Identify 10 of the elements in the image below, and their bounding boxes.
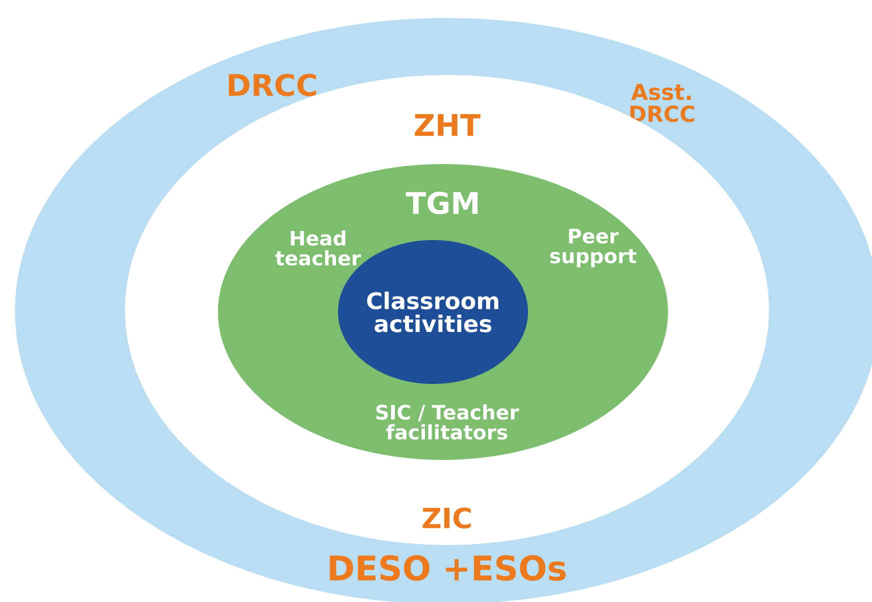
band-label: DRCC: [228, 74, 316, 96]
band-label: Classroom activities: [367, 292, 498, 332]
band-label: Asst. DRCC: [630, 84, 694, 122]
band-label: TGM: [406, 192, 478, 214]
band-label: DESO +ESOs: [330, 555, 566, 581]
band-label: ZIC: [422, 507, 471, 529]
band-label: ZHT: [414, 114, 480, 136]
band-label: Head teacher: [275, 230, 361, 266]
band-label: Peer support: [550, 228, 636, 268]
band-label: SIC / Teacher facilitators: [376, 404, 520, 440]
